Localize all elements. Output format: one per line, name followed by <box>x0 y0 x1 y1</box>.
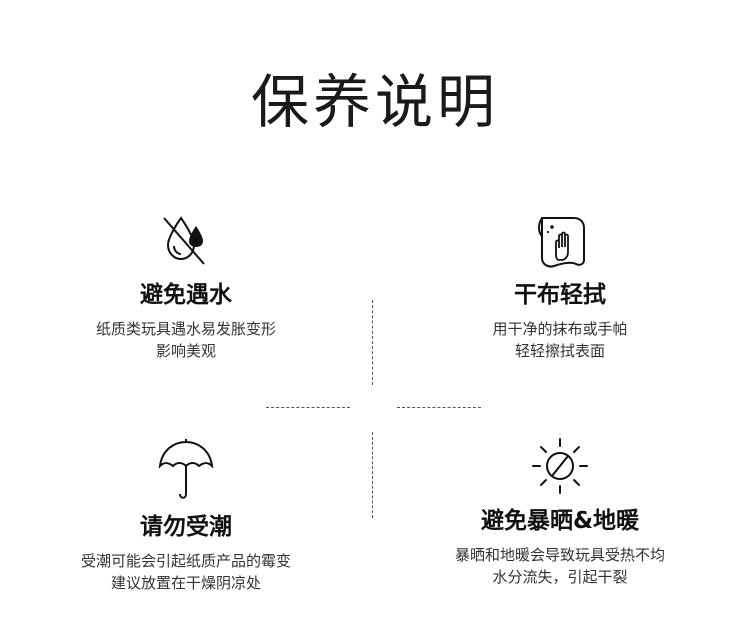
care-item-avoid-sun-heat: 避免暴晒&地暖 暴晒和地暖会导致玩具受热不均 水分流失，引起干裂 <box>410 436 710 588</box>
divider-vertical-bottom <box>372 432 373 518</box>
care-item-heading: 请勿受潮 <box>140 514 232 540</box>
umbrella-icon <box>158 439 214 499</box>
divider-horizontal-right <box>397 407 481 408</box>
care-item-heading: 避免遇水 <box>140 282 232 308</box>
care-item-heading: 避免暴晒&地暖 <box>480 508 640 534</box>
divider-vertical-top <box>372 300 373 385</box>
care-item-dry-wipe: 干布轻拭 用干净的抹布或手帕 轻轻擦拭表面 <box>410 210 710 362</box>
care-item-avoid-moisture: 请勿受潮 受潮可能会引起纸质产品的霉变 建议放置在干燥阴凉处 <box>36 436 336 594</box>
care-item-avoid-water: 避免遇水 纸质类玩具遇水易发胀变形 影响美观 <box>36 210 336 362</box>
page-title: 保养说明 <box>250 68 499 136</box>
sun-icon <box>532 438 588 494</box>
water-drop-icon <box>163 216 205 265</box>
care-item-heading: 干布轻拭 <box>514 282 606 308</box>
care-item-description: 纸质类玩具遇水易发胀变形 影响美观 <box>95 320 276 360</box>
divider-horizontal-left <box>266 407 350 408</box>
cloth-wipe-icon <box>538 217 585 268</box>
care-item-description: 用干净的抹布或手帕 轻轻擦拭表面 <box>492 320 628 360</box>
care-item-description: 暴晒和地暖会导致玩具受热不均 水分流失，引起干裂 <box>454 546 665 586</box>
care-item-description: 受潮可能会引起纸质产品的霉变 建议放置在干燥阴凉处 <box>80 552 291 592</box>
